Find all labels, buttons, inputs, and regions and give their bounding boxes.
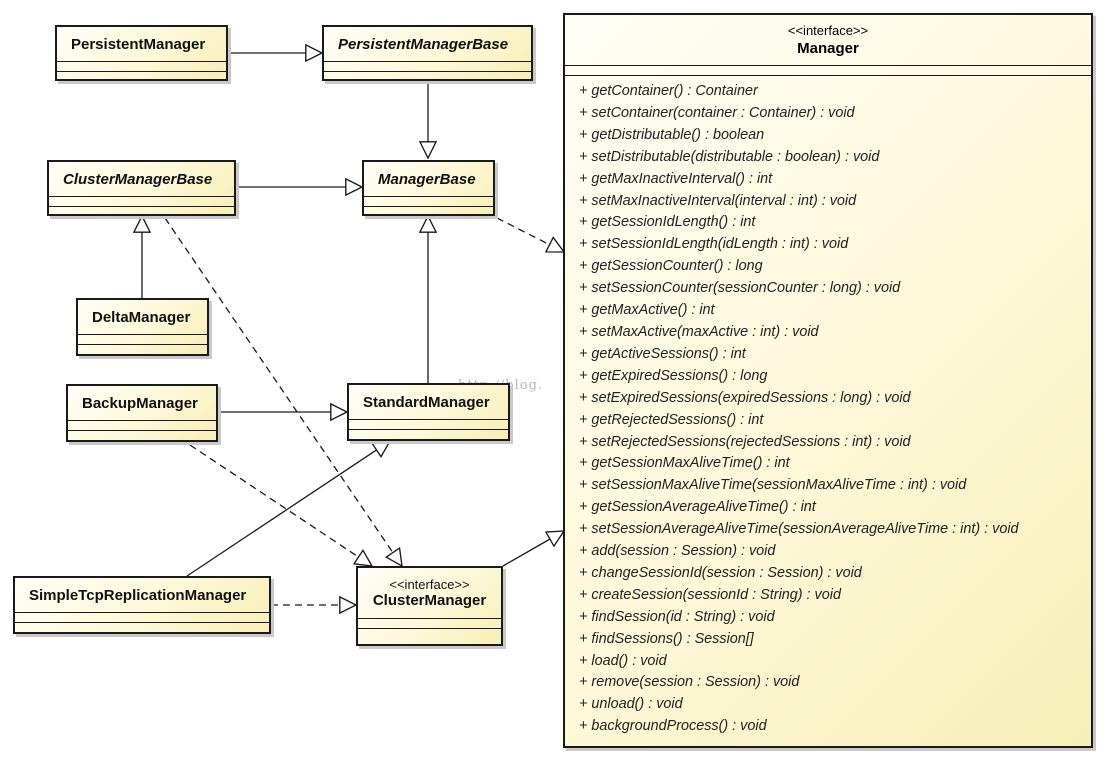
class-name: PersistentManager: [71, 35, 206, 53]
operations-compartment: [358, 628, 501, 638]
operation-item: + setSessionMaxAliveTime(sessionMaxAlive…: [579, 477, 967, 494]
operations-list: + getContainer() : Container + setContain…: [565, 76, 1091, 738]
attributes-compartment: [349, 419, 508, 429]
operations-compartment: [68, 430, 216, 440]
operations-compartment: [349, 429, 508, 439]
operation-item: + getExpiredSessions() : long: [579, 367, 768, 384]
attributes-compartment: [57, 61, 226, 71]
operation-item: + add(session : Session) : void: [579, 543, 776, 560]
class-simple-tcp-replication-manager[interactable]: SimpleTcpReplicationManager: [13, 576, 271, 634]
class-standard-manager[interactable]: StandardManager: [347, 383, 510, 441]
operation-item: + createSession(sessionId : String) : vo…: [579, 586, 841, 603]
operation-item: + changeSessionId(session : Session) : v…: [579, 564, 862, 581]
operations-compartment: [324, 71, 531, 81]
operation-item: + remove(session : Session) : void: [579, 674, 800, 691]
interface-header: <<interface>> ClusterManager: [358, 568, 501, 618]
operation-item: + setDistributable(distributable : boole…: [579, 148, 880, 165]
interface-manager[interactable]: <<interface>> Manager + getContainer() :…: [563, 13, 1093, 748]
operations-compartment: [15, 622, 269, 632]
operation-item: + setMaxActive(maxActive : int) : void: [579, 323, 819, 340]
class-persistent-manager-base[interactable]: PersistentManagerBase: [322, 25, 533, 81]
operation-item: + getMaxActive() : int: [579, 302, 715, 319]
class-name: BackupManager: [82, 394, 198, 412]
operation-item: + getDistributable() : boolean: [579, 126, 765, 143]
operation-item: + getSessionMaxAliveTime() : int: [579, 455, 790, 472]
class-name: ClusterManagerBase: [63, 170, 213, 188]
operation-item: + findSession(id : String) : void: [579, 608, 775, 625]
attributes-compartment: [324, 61, 531, 71]
interface-header: <<interface>> Manager: [565, 15, 1091, 66]
operation-item: + getSessionAverageAliveTime() : int: [579, 499, 816, 516]
edge-backupmanager-clustermanager: [189, 444, 372, 566]
stereotype-label: <<interface>>: [389, 577, 470, 592]
attributes-compartment: [15, 612, 269, 622]
operation-item: + findSessions() : Session[]: [579, 630, 754, 647]
attributes-compartment: [565, 66, 1091, 76]
operation-item: + setSessionAverageAliveTime(sessionAver…: [579, 521, 1019, 538]
operation-item: + setContainer(container : Container) : …: [579, 104, 855, 121]
operation-item: + getContainer() : Container: [579, 83, 758, 99]
class-persistent-manager[interactable]: PersistentManager: [55, 25, 228, 81]
operations-compartment: [57, 71, 226, 81]
edge-managerbase-manager: [496, 217, 564, 252]
class-name: DeltaManager: [92, 308, 191, 326]
class-manager-base[interactable]: ManagerBase: [362, 160, 495, 216]
edge-clustermanager-manager: [502, 531, 564, 567]
operation-item: + setMaxInactiveInterval(interval : int)…: [579, 192, 857, 209]
operation-item: + getMaxInactiveInterval() : int: [579, 170, 773, 187]
class-name: StandardManager: [363, 393, 490, 411]
operation-item: + load() : void: [579, 652, 667, 669]
attributes-compartment: [49, 196, 234, 206]
class-name: SimpleTcpReplicationManager: [29, 586, 247, 604]
class-cluster-manager-base[interactable]: ClusterManagerBase: [47, 160, 236, 216]
attributes-compartment: [78, 334, 207, 344]
attributes-compartment: [364, 196, 493, 206]
operation-item: + getSessionCounter() : long: [579, 258, 763, 275]
interface-cluster-manager[interactable]: <<interface>> ClusterManager: [356, 566, 503, 646]
class-backup-manager[interactable]: BackupManager: [66, 384, 218, 442]
attributes-compartment: [68, 420, 216, 430]
operation-item: + setSessionCounter(sessionCounter : lon…: [579, 280, 901, 297]
class-name: ManagerBase: [378, 170, 476, 188]
operation-item: + backgroundProcess() : void: [579, 718, 767, 735]
interface-name: ClusterManager: [372, 592, 487, 609]
edge-simpletcp-standardmanager: [186, 441, 390, 577]
operations-compartment: [78, 344, 207, 354]
operations-compartment: [49, 206, 234, 216]
stereotype-label: <<interface>>: [787, 23, 869, 38]
class-delta-manager[interactable]: DeltaManager: [76, 298, 209, 356]
operation-item: + unload() : void: [579, 696, 683, 713]
operation-item: + getActiveSessions() : int: [579, 345, 746, 362]
interface-name: Manager: [797, 40, 859, 57]
operation-item: + setExpiredSessions(expiredSessions : l…: [579, 389, 911, 406]
operation-item: + setSessionIdLength(idLength : int) : v…: [579, 236, 849, 253]
operations-compartment: [364, 206, 493, 216]
operation-item: + getRejectedSessions() : int: [579, 411, 764, 428]
operation-item: + setRejectedSessions(rejectedSessions :…: [579, 433, 911, 450]
operation-item: + getSessionIdLength() : int: [579, 214, 756, 231]
attributes-compartment: [358, 618, 501, 628]
class-name: PersistentManagerBase: [338, 35, 509, 53]
